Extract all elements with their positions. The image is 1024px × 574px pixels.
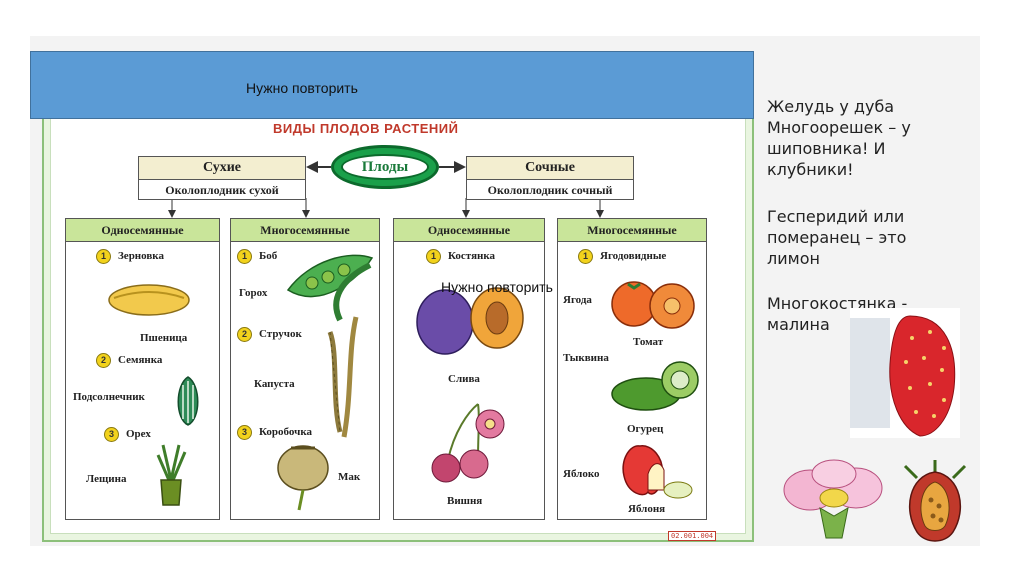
poppy-capsule-image bbox=[277, 445, 329, 511]
dry-fruits-label: Сухие bbox=[139, 157, 305, 180]
number-badge: 2 bbox=[96, 353, 111, 368]
pea-pod-image bbox=[286, 254, 374, 322]
hazelnut-image bbox=[156, 444, 187, 506]
cabbage-pod-image bbox=[327, 316, 359, 438]
strawberry-image bbox=[850, 308, 960, 438]
juicy-fruits-sub: Околоплодник сочный bbox=[487, 183, 613, 197]
example-label: Томат bbox=[633, 336, 664, 348]
side-note-line: Многоорешек – у bbox=[767, 118, 911, 137]
column-head: Односемянные bbox=[66, 219, 219, 242]
column-head: Односемянные bbox=[394, 219, 544, 242]
column-juicy-single-seed: Односемянные bbox=[393, 218, 545, 520]
fruits-root-label: Плоды bbox=[341, 154, 429, 180]
fruit-type-label: Орех bbox=[126, 428, 151, 440]
fruits-root-node: Плоды bbox=[331, 145, 439, 189]
side-note-line: лимон bbox=[767, 249, 820, 268]
sunflower-seed-image bbox=[177, 376, 199, 426]
reminder-overlay-text: Нужно повторить bbox=[441, 279, 553, 295]
number-badge: 1 bbox=[426, 249, 441, 264]
poster-code: 02.001.004 bbox=[668, 531, 717, 541]
number-badge: 1 bbox=[237, 249, 252, 264]
number-badge: 3 bbox=[104, 427, 119, 442]
fruit-type-label: Боб bbox=[259, 250, 278, 262]
grain-image bbox=[108, 284, 190, 316]
cucumber-image bbox=[611, 361, 699, 411]
example-label: Горох bbox=[239, 287, 268, 299]
number-badge: 1 bbox=[578, 249, 593, 264]
fruit-type-label: Семянка bbox=[118, 354, 163, 366]
apple-image bbox=[622, 445, 693, 499]
example-label: Капуста bbox=[254, 378, 295, 390]
side-note-line: померанец – это bbox=[767, 228, 907, 247]
example-label: Подсолнечник bbox=[73, 391, 145, 403]
side-note-2: Гесперидий или померанец – это лимон bbox=[767, 206, 906, 269]
example-label: Вишня bbox=[447, 495, 483, 507]
poster-title: ВИДЫ ПЛОДОВ РАСТЕНИЙ bbox=[273, 121, 459, 136]
side-note-line: Желудь у дуба bbox=[767, 97, 895, 116]
juicy-fruits-node: Сочные Околоплодник сочный bbox=[466, 156, 634, 200]
fruit-type-label: Коробочка bbox=[259, 426, 312, 438]
example-label: Лещина bbox=[86, 473, 127, 485]
example-label: Тыквина bbox=[563, 352, 609, 364]
fruit-type-label: Костянка bbox=[448, 250, 496, 262]
column-dry-single-seed: Односемянные bbox=[65, 218, 220, 520]
rosehip-fruit-cut-image bbox=[903, 460, 967, 542]
column-head: Многосемянные bbox=[231, 219, 379, 242]
side-note-line: малина bbox=[767, 315, 830, 334]
tomato-image bbox=[611, 281, 695, 329]
example-label: Яблоко bbox=[563, 468, 600, 480]
dry-fruits-sub: Околоплодник сухой bbox=[165, 183, 279, 197]
side-note-1: Желудь у дуба Многоорешек – у шиповника!… bbox=[767, 96, 911, 180]
fruit-type-label: Ягодовидные bbox=[600, 250, 667, 262]
reminder-banner-text: Нужно повторить bbox=[246, 80, 358, 96]
number-badge: 3 bbox=[237, 425, 252, 440]
number-badge: 1 bbox=[96, 249, 111, 264]
plum-image bbox=[416, 287, 524, 355]
example-label: Мак bbox=[338, 471, 361, 483]
fruit-type-label: Стручок bbox=[259, 328, 302, 340]
cherry-image bbox=[431, 403, 505, 483]
example-label: Огурец bbox=[627, 423, 664, 435]
side-note-line: шиповника! И bbox=[767, 139, 886, 158]
side-note-line: Гесперидий или bbox=[767, 207, 905, 226]
rosehip-flower-image bbox=[783, 459, 883, 539]
column-head: Многосемянные bbox=[558, 219, 706, 242]
juicy-fruits-label: Сочные bbox=[467, 157, 633, 180]
example-label: Ягода bbox=[563, 294, 592, 306]
reminder-banner: Нужно повторить bbox=[30, 51, 754, 119]
example-label: Яблоня bbox=[628, 503, 666, 515]
example-label: Слива bbox=[448, 373, 480, 385]
fruit-type-label: Зерновка bbox=[118, 250, 164, 262]
example-label: Пшеница bbox=[140, 332, 188, 344]
number-badge: 2 bbox=[237, 327, 252, 342]
dry-fruits-node: Сухие Околоплодник сухой bbox=[138, 156, 306, 200]
side-note-line: клубники! bbox=[767, 160, 854, 179]
